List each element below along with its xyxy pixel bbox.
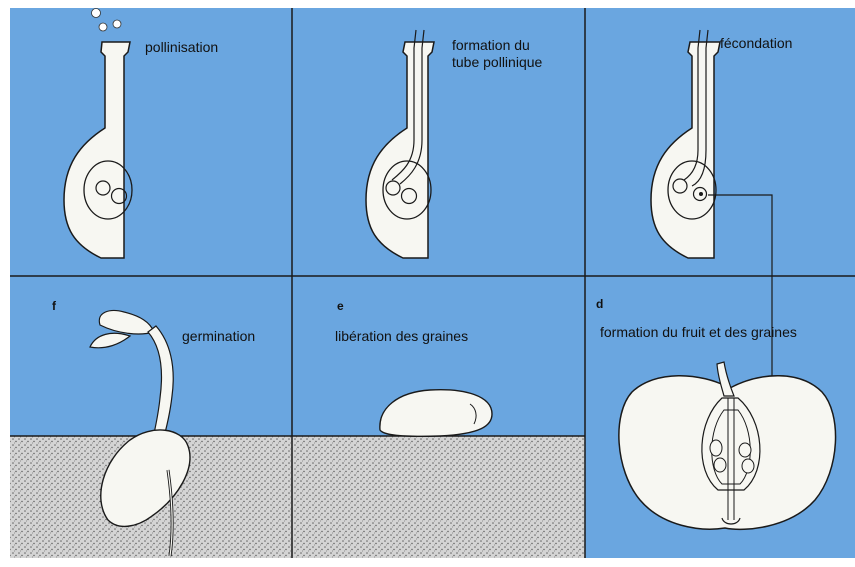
- label-fecondation: fécondation: [720, 35, 792, 51]
- label-liberation-graines: libération des graines: [335, 328, 468, 344]
- label-germination: germination: [182, 328, 255, 344]
- pollen-grain: [113, 20, 121, 28]
- label-formation-fruit: formation du fruit et des graines: [600, 324, 797, 340]
- soil-ground: [10, 436, 585, 558]
- panel-letter-e: e: [337, 299, 344, 313]
- pollen-grain: [99, 23, 107, 31]
- label-pollinisation: pollinisation: [145, 39, 218, 55]
- label-formation-tube-line2: tube pollinique: [452, 54, 543, 70]
- label-formation-tube-line1: formation du: [452, 37, 530, 53]
- fruit-seed: [714, 458, 726, 472]
- fruit-seed: [742, 459, 754, 473]
- fertilization-dot: [699, 192, 703, 196]
- panel-letter-d: d: [596, 297, 603, 311]
- fruit-seed: [710, 440, 722, 456]
- pollen-grain: [92, 9, 101, 18]
- fruit-outline: [619, 376, 836, 530]
- fruit-seed: [739, 443, 751, 457]
